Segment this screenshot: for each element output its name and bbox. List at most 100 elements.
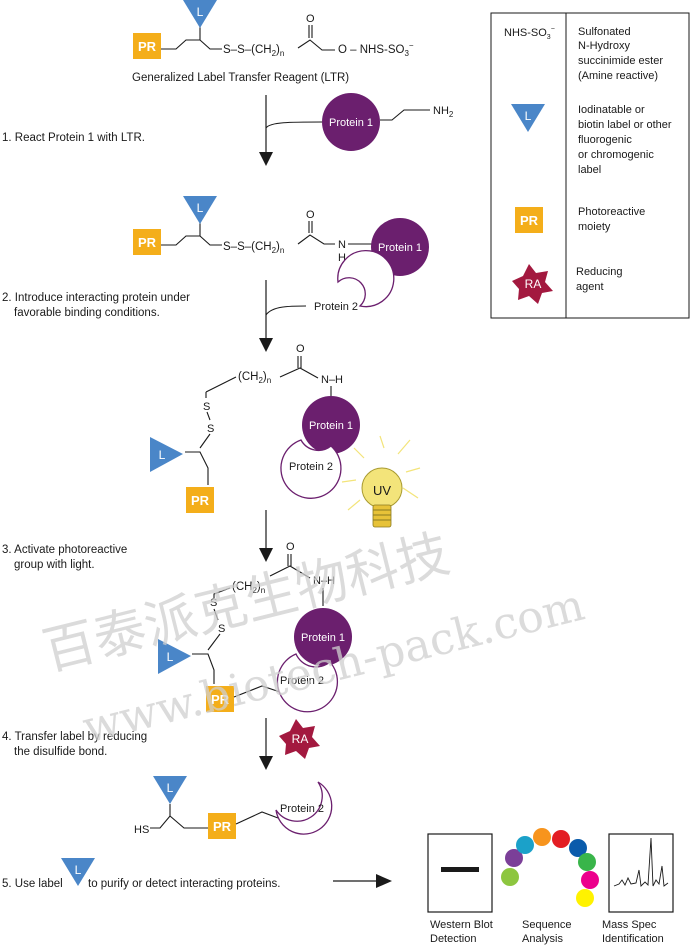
legend-nhs-key: NHS-SO3− [504,26,555,41]
protein2-label: Protein 2 [289,461,333,473]
nh2-label: NH2 [433,105,454,119]
sequence-dot [581,871,599,889]
legend-box: NHS-SO3− Sulfonated N-Hydroxy succinimid… [490,12,690,319]
amide-nh: N–H [321,374,343,386]
sulfur-2: S [218,623,225,635]
pr-box [133,33,161,59]
protein1-label: Protein 1 [329,117,373,129]
carbonyl-o: O [296,343,305,355]
pr-box [208,813,236,839]
label-l: L [197,201,204,215]
label-triangle-icon [158,639,191,674]
sequence-label-2: Analysis [522,933,563,945]
step1-text: 1. React Protein 1 with LTR. [2,132,145,144]
step4-text-2: the disulfide bond. [14,746,107,758]
protein1-circle [322,93,380,151]
step1-arrow: Protein 1 NH2 [259,93,454,166]
legend-label-l: L [525,109,532,123]
western-label-1: Western Blot [430,919,493,931]
sequence-panel: Sequence Analysis [501,828,599,945]
step3-text-1: 3. Activate photoreactive [2,544,127,556]
label-l: L [167,650,174,664]
sequence-dot [533,828,551,846]
protein2-shape [276,653,339,713]
uv-label: UV [373,483,391,498]
legend-label-icon [511,104,545,132]
legend-nhs-desc-1: Sulfonated [578,26,631,38]
protein2-shape [275,781,333,835]
amide-n: N [338,239,346,251]
pr-label: PR [191,493,210,508]
pr-label: PR [213,819,232,834]
amide-nh: N–H [313,575,335,587]
ch2n-text: (CH2)n [238,371,271,385]
protein2-label: Protein 2 [280,803,324,815]
legend-nhs-desc-2: N-Hydroxy [578,40,630,52]
ltr-protein1-conjugate: PR L S–S–(CH2)n O N H Protein 1 [133,196,429,276]
ss-text: S–S–(CH2)n [223,44,284,58]
step2-text-1: 2. Introduce interacting protein under [2,292,190,304]
hs-label: HS [134,824,149,836]
ss-text: S–S–(CH2)n [223,241,284,255]
western-blot-panel: Western Blot Detection [427,833,493,945]
step2-arrow: Protein 2 [259,249,395,352]
step3-text-2: group with light. [14,559,95,571]
label-triangle-icon [183,196,217,224]
pr-box [186,487,214,513]
carbonyl-o: O [306,209,315,221]
legend-pr-icon [515,207,543,233]
sulfur-2: S [207,423,214,435]
legend-ra-label: RA [525,277,542,291]
legend-ra-desc-2: agent [576,281,604,293]
step4-arrow: RA [259,718,320,770]
pr-box [133,229,161,255]
step5-text-b: to purify or detect interacting proteins… [88,878,280,890]
mass-spec-trace [613,837,669,887]
reagent-caption: Generalized Label Transfer Reagent (LTR) [132,72,349,84]
legend-label-desc-2: biotin label or other [578,119,672,131]
nhs-text: O – NHS-SO3− [338,41,414,58]
protein1-label: Protein 1 [309,420,353,432]
step3-arrow [259,510,273,562]
protein2-shape [337,249,395,308]
protein2-label: Protein 2 [280,675,324,687]
step2-text-2: favorable binding conditions. [14,307,160,319]
sequence-dots [501,828,599,907]
label-triangle-icon [61,858,95,886]
protein1-label: Protein 1 [378,242,422,254]
carbonyl-o: O [306,13,315,25]
amide-h: H [338,252,346,264]
labeled-protein2: L HS PR Protein 2 [134,776,333,839]
crosslinked-complex: O N–H (CH2)n S S L PR Protein 1 Protein … [158,541,352,713]
blot-band [441,867,479,872]
label-l: L [167,781,174,795]
pr-label: PR [211,692,230,707]
ra-label: RA [292,732,309,746]
sulfur-1: S [210,597,217,609]
step5-arrow [333,874,392,888]
uv-bulb-icon: UV [341,435,421,528]
label-l: L [197,5,204,19]
step4-text-1: 4. Transfer label by reducing [2,731,147,743]
sequence-dot [552,830,570,848]
protein1-circle [302,396,360,454]
carbonyl-o: O [286,541,295,553]
sequence-dot [501,868,519,886]
pr-label: PR [138,235,157,250]
sequence-dot [569,839,587,857]
protein1-label: Protein 1 [301,632,345,644]
sequence-dot [505,849,523,867]
label-l: L [159,448,166,462]
sequence-dot [516,836,534,854]
mass-spec-panel: Mass Spec Identification [602,833,674,945]
bound-complex: O N–H (CH2)n S S L PR Protein 1 Protein … [150,343,360,513]
step5-text-a: 5. Use label [2,878,63,890]
legend-nhs-desc-3: succinimide ester [578,55,663,67]
western-label-2: Detection [430,933,476,945]
sequence-dot [578,853,596,871]
sequence-label-1: Sequence [522,919,572,931]
label-triangle-icon [153,776,187,804]
ch2n-text: (CH2)n [232,581,265,595]
legend-pr-desc-1: Photoreactive [578,206,645,218]
